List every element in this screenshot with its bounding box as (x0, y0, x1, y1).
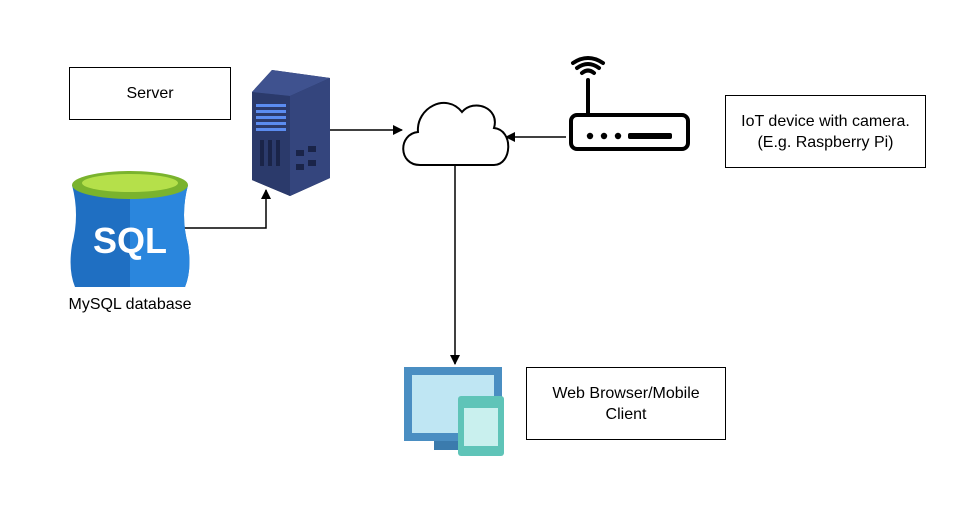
connectors (175, 125, 566, 365)
monitor-tablet-icon (404, 367, 504, 456)
iot-device-label-line2: (E.g. Raspberry Pi) (757, 133, 894, 151)
wifi-router-icon (569, 56, 690, 151)
connector-database-server (175, 189, 271, 233)
client-label-line1: Web Browser/Mobile (552, 384, 700, 402)
server-label-box: Server (69, 67, 231, 120)
client-label-box: Web Browser/Mobile Client (526, 367, 726, 440)
server-label: Server (126, 85, 174, 102)
server-rack-icon (252, 70, 330, 196)
sql-database-icon: SQL (70, 171, 190, 287)
cloud-icon (402, 101, 510, 166)
client-label-line2: Client (605, 405, 647, 423)
iot-device-label-box: IoT device with camera. (E.g. Raspberry … (725, 95, 926, 168)
database-label: MySQL database (68, 296, 192, 313)
iot-device-label-line1: IoT device with camera. (741, 112, 910, 130)
sql-badge-text: SQL (93, 220, 167, 261)
